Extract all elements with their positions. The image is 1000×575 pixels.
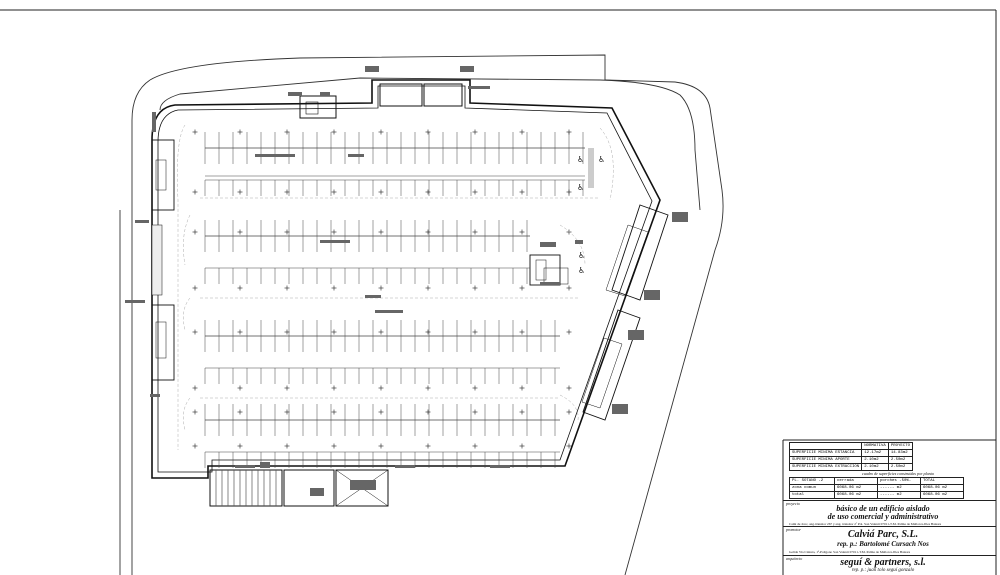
site-boundary (119, 54, 724, 575)
surface-row-proyecto: 2.50m2 (887, 456, 914, 464)
title-divider (783, 555, 996, 556)
area-header: PL. SOTANO -2 (789, 477, 835, 485)
surface-table: NORMATIVA PROYECTO SUPERFICIE MINIMA EST… (788, 442, 914, 471)
client-name: Calviá Parc, S.L. (847, 529, 919, 540)
area-header: cerrada (834, 477, 878, 485)
stair-cores-right (581, 204, 669, 421)
surface-row-proyecto: 14.83m2 (887, 449, 914, 457)
area-row-label: zona comun (789, 484, 835, 492)
client-address: Gelida Via Cintura, 1ª-Polígono Son Vale… (789, 550, 911, 554)
surface-table-corner (788, 442, 863, 450)
architect-name: seguí & partners, s.l. (840, 557, 926, 568)
surface-row-proyecto: 2.50m2 (887, 463, 914, 471)
core-top (299, 83, 463, 119)
title-divider (783, 526, 996, 527)
project-label: proyecto (786, 501, 800, 506)
sheet-frame (0, 9, 997, 575)
client-representative: rep. p.: Bartolomé Cursach Nos (837, 540, 929, 548)
title-divider (783, 500, 996, 501)
svg-text:♿: ♿ (578, 251, 585, 260)
area-row-porches: ------ m2 (877, 484, 921, 492)
surface-row-label: SUPERFICIE MINIMA APORTE (788, 456, 863, 464)
surface-row-label: SUPERFICIE MINIMA EXTRACCION (788, 463, 863, 471)
area-row-porches: ------ m2 (877, 491, 921, 499)
area-header: porches -50%- (877, 477, 921, 485)
ramp-bottom-left (209, 469, 283, 507)
svg-text:♿: ♿ (598, 155, 605, 164)
area-table: PL. SOTANO -2 cerrada porches -50%- TOTA… (789, 477, 964, 499)
area-row-total: 6068.06 m2 (920, 484, 964, 492)
project-title-line-1: básico de un edificio aislado (836, 504, 930, 513)
project-title-line-2: de uso comercial y administrativo (827, 512, 939, 521)
project-address: Camí de Jonc, ang.tránsitor 267 y ang. t… (789, 522, 942, 526)
area-row-label: total (789, 491, 835, 499)
svg-text:♿: ♿ (578, 266, 585, 275)
surface-row-normativa: 2.10m2 (861, 456, 889, 464)
surface-row-label: SUPERFICIE MINIMA ESTANCIA (788, 449, 863, 457)
annotation-marks (125, 66, 688, 496)
area-row-cerrada: 6068.06 m2 (834, 491, 878, 499)
area-header: TOTAL (920, 477, 964, 485)
structural-columns (192, 129, 572, 449)
area-row-cerrada: 6068.06 m2 (834, 484, 878, 492)
architect-label: arquitecto (786, 556, 803, 561)
hatched-strip (588, 148, 594, 188)
surface-header-normativa: NORMATIVA (861, 442, 889, 450)
svg-text:♿: ♿ (577, 155, 584, 164)
surface-row-normativa: 12.17m2 (861, 449, 889, 457)
svg-text:♿: ♿ (577, 183, 584, 192)
area-row-total: 6068.06 m2 (920, 491, 964, 499)
architect-representative: rep. p.: juan tolo seguí gonzalo (851, 568, 915, 573)
stair-core-left (151, 139, 175, 381)
surface-header-proyecto: PROYECTO (887, 442, 914, 450)
promoter-label: promotor (786, 527, 801, 532)
surface-row-normativa: 2.10m2 (861, 463, 889, 471)
parking-bays (204, 132, 585, 468)
accessible-parking-icons: ♿ ♿ ♿ ♿ ♿ (577, 155, 605, 275)
area-heading: cuadro de superficies construidas por pl… (862, 471, 934, 476)
